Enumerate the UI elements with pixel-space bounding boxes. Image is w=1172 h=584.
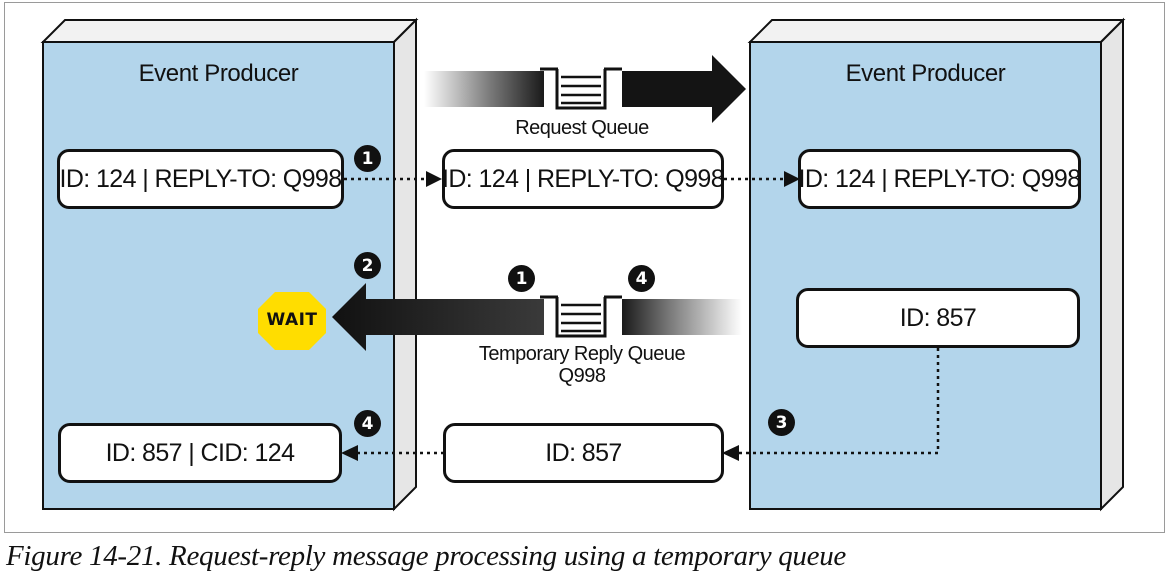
- step-badge-2-wait: 2: [354, 252, 381, 279]
- step-badge-1-reply-queue: 1: [508, 265, 535, 292]
- right-producer-box: [747, 17, 1126, 512]
- right-producer-title: Event Producer: [845, 60, 1006, 87]
- reply-queue-name: Q998: [558, 365, 606, 387]
- middle-request-message: ID: 124 | REPLY-TO: Q998: [442, 149, 725, 209]
- reply-queue-arrow: [332, 283, 742, 351]
- arrowhead-right-icon: [784, 171, 800, 187]
- arrowhead-left-icon: [722, 445, 739, 461]
- left-request-message: ID: 124 | REPLY-TO: Q998: [57, 149, 344, 209]
- step-badge-1-request: 1: [354, 145, 381, 172]
- middle-reply-message: ID: 857: [443, 423, 724, 483]
- step-badge-4-reply-queue: 4: [628, 265, 655, 292]
- arrowhead-right-icon: [426, 171, 442, 187]
- arrowhead-left-icon: [341, 445, 358, 461]
- right-reply-message: ID: 857: [796, 288, 1080, 348]
- request-queue-icon: [540, 67, 622, 110]
- reply-queue-label: Temporary Reply Queue: [478, 343, 686, 365]
- reply-dotted-line-1: [738, 348, 940, 455]
- reply-queue-icon: [540, 295, 622, 338]
- right-request-message: ID: 124 | REPLY-TO: Q998: [798, 149, 1081, 209]
- wait-sign-label: WAIT: [266, 310, 318, 330]
- left-producer-title: Event Producer: [138, 60, 299, 87]
- request-queue-label: Request Queue: [515, 117, 649, 139]
- figure-caption: Figure 14-21. Request-reply message proc…: [6, 540, 846, 572]
- step-badge-3: 3: [768, 409, 795, 436]
- left-reply-message: ID: 857 | CID: 124: [58, 423, 342, 483]
- request-queue-arrow: [424, 55, 746, 123]
- step-badge-4-receive: 4: [354, 410, 381, 437]
- wait-sign-icon: [258, 292, 326, 350]
